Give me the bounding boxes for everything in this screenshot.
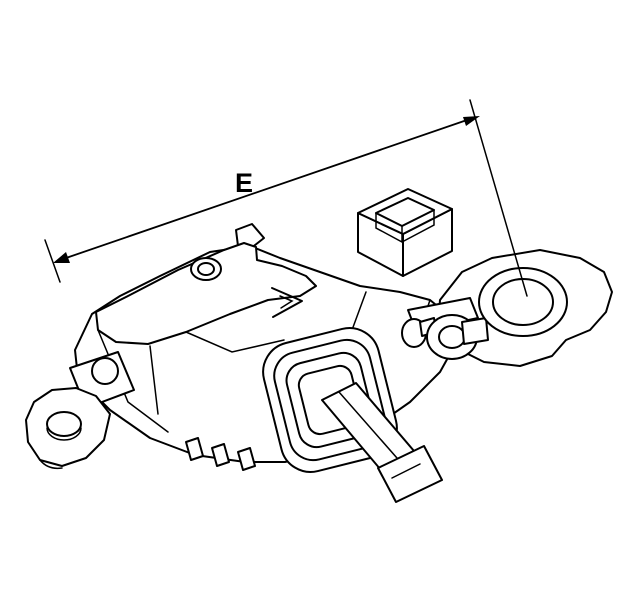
dimension-e: E: [44, 99, 528, 297]
pin-1: [185, 437, 204, 461]
bar-head-line: [391, 463, 421, 479]
arrowhead-left: [53, 252, 70, 263]
terminal-bar: [321, 382, 443, 503]
plate-hole-inner: [197, 262, 215, 276]
pin-2: [211, 443, 230, 467]
extension-line-right: [469, 99, 528, 297]
ear-bottom-line: [39, 459, 63, 470]
body-ledge-line: [149, 345, 159, 415]
connector-tower: [357, 188, 453, 277]
c-clip-slot: [461, 317, 489, 345]
top-plate-outline: [95, 242, 317, 345]
flange-hole-inner: [492, 278, 554, 326]
left-ear: [25, 351, 135, 470]
bottom-pins: [185, 437, 256, 471]
pin-3: [237, 447, 256, 471]
body-right-line: [351, 291, 367, 331]
clip-details: [401, 297, 489, 360]
bar-midline: [338, 391, 405, 467]
extension-line-left: [44, 239, 61, 283]
ear-hole-thickness: [46, 427, 82, 441]
c-clip-inner: [438, 325, 466, 349]
top-plate: [95, 223, 317, 345]
dimension-line: [65, 119, 468, 259]
body-fold-line: [97, 329, 169, 433]
bar-head: [377, 445, 443, 503]
dimension-label: E: [235, 168, 253, 198]
body-inner-line: [185, 331, 285, 353]
tower-opening-depth: [375, 209, 435, 244]
plate-chevron: [271, 287, 303, 318]
pivot-ball: [91, 357, 119, 385]
ear-hole: [46, 411, 82, 437]
flange-hole: [478, 267, 568, 337]
plate-chevron-inner: [279, 295, 294, 309]
